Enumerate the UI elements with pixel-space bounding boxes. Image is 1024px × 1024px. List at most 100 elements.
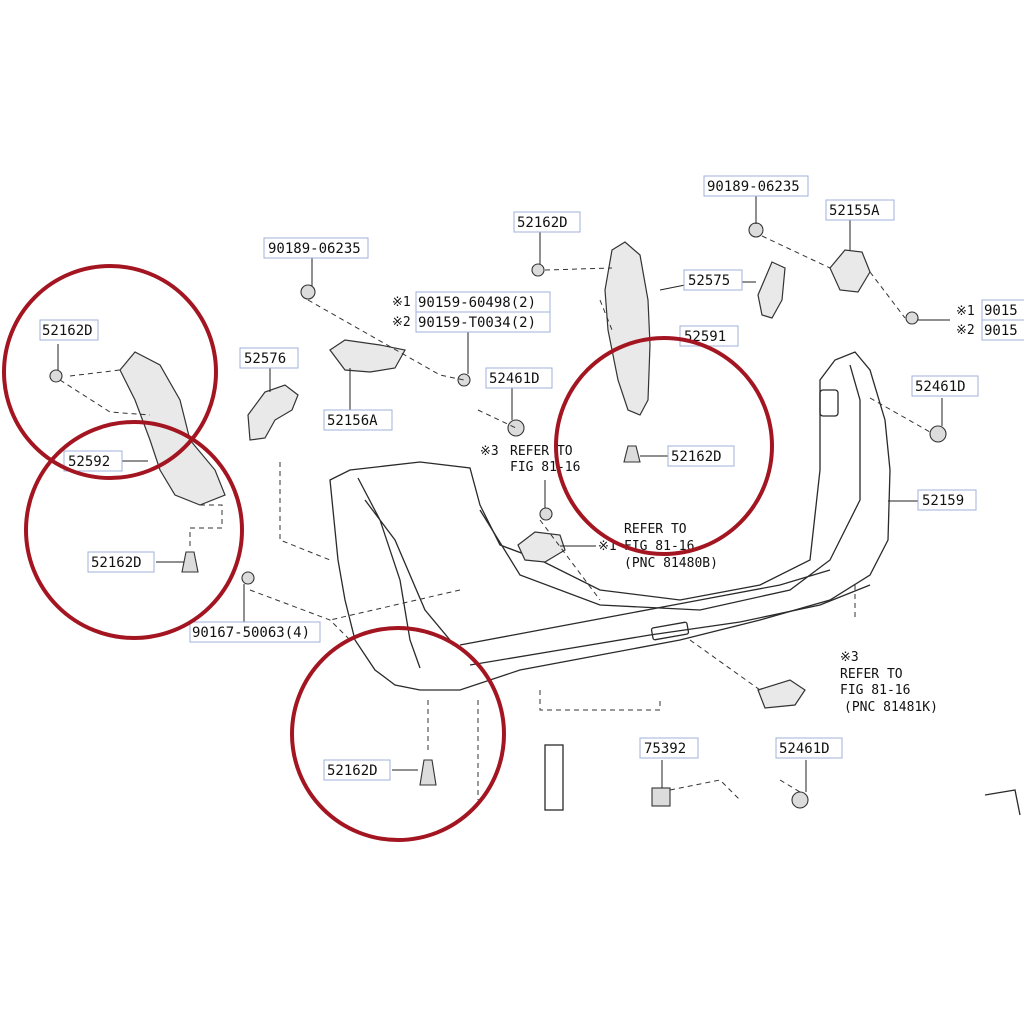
push-clip-icon <box>181 551 199 573</box>
reference-note-2: REFER TO ※1 FIG 81-16 (PNC 81480B) <box>598 522 718 571</box>
part-label[interactable]: 9015 <box>981 319 1024 341</box>
svg-text:REFER TO: REFER TO <box>624 522 687 537</box>
part-label[interactable]: 90189-06235 <box>703 175 809 197</box>
svg-text:※3: ※3 <box>840 650 859 665</box>
part-label[interactable]: 9015 <box>981 299 1024 321</box>
part-label[interactable]: 52159 <box>917 489 977 511</box>
clip-icon <box>507 419 525 437</box>
fasteners-layer <box>49 222 947 809</box>
svg-text:REFER TO: REFER TO <box>510 444 573 459</box>
clip-icon <box>49 369 63 383</box>
svg-text:52156A: 52156A <box>327 413 378 429</box>
highlight-circle <box>290 626 506 842</box>
svg-text:52155A: 52155A <box>829 203 880 219</box>
svg-text:52576: 52576 <box>244 351 286 367</box>
variant-mark: ※2 <box>392 315 411 330</box>
svg-text:9015: 9015 <box>984 323 1018 339</box>
svg-text:52461D: 52461D <box>915 379 966 395</box>
reference-note-3: ※3 REFER TO FIG 81-16 (PNC 81481K) <box>840 650 938 715</box>
variant-mark: ※2 <box>956 323 975 338</box>
part-label[interactable]: 52576 <box>239 347 299 369</box>
svg-text:※3: ※3 <box>480 444 499 459</box>
svg-text:FIG 81-16: FIG 81-16 <box>840 683 910 698</box>
svg-text:90159-T0034(2): 90159-T0034(2) <box>418 315 536 331</box>
highlight-circle <box>24 420 244 640</box>
side-retainer-52591 <box>604 241 651 416</box>
part-label[interactable]: 90189-06235 <box>263 237 369 259</box>
bumper-top-edge <box>459 569 831 646</box>
variant-mark: ※1 <box>392 295 411 310</box>
part-label[interactable]: 52591 <box>679 325 739 347</box>
push-clip-icon <box>419 759 437 786</box>
svg-text:90189-06235: 90189-06235 <box>707 179 800 195</box>
part-label[interactable]: 52461D <box>911 375 979 397</box>
highlights-layer <box>2 264 774 842</box>
highlight-circle <box>2 264 218 480</box>
reflector-bracket <box>517 531 566 563</box>
svg-text:52162D: 52162D <box>671 449 722 465</box>
svg-text:52162D: 52162D <box>42 323 93 339</box>
part-label[interactable]: 52162D <box>667 445 735 467</box>
part-label[interactable]: 52162D <box>39 319 99 341</box>
svg-text:52162D: 52162D <box>327 763 378 779</box>
part-label[interactable]: 90159-60498(2) <box>415 291 551 313</box>
svg-text:52162D: 52162D <box>517 215 568 231</box>
part-label[interactable]: 90159-T0034(2) <box>415 311 551 333</box>
part-label[interactable]: 52156A <box>323 409 393 431</box>
bumper-bottom-edge <box>469 584 871 666</box>
clip-icon <box>539 507 553 521</box>
clip-icon <box>929 425 947 443</box>
bracket-52576 <box>247 384 299 441</box>
clip-icon <box>905 311 919 325</box>
clip-icon <box>748 222 764 238</box>
svg-text:75392: 75392 <box>644 741 686 757</box>
bumper-inner-line <box>357 364 861 669</box>
svg-text:52461D: 52461D <box>489 371 540 387</box>
part-label[interactable]: 52592 <box>63 450 123 472</box>
notes-layer: ※3 REFER TO FIG 81-16 REFER TO ※1 FIG 81… <box>480 444 938 715</box>
svg-text:REFER TO: REFER TO <box>840 667 903 682</box>
push-clip-icon <box>623 445 641 463</box>
bumper-window <box>819 389 839 417</box>
part-label[interactable]: 90167-50063(4) <box>189 621 321 643</box>
bumper-slot <box>650 621 690 641</box>
bumper-cover-52159 <box>329 351 891 691</box>
stay-post <box>544 744 564 811</box>
part-label[interactable]: 52461D <box>485 367 553 389</box>
clip-icon <box>300 284 316 300</box>
clip-icon <box>531 263 545 277</box>
reflector-right <box>757 679 806 709</box>
clip-icon <box>241 571 255 585</box>
svg-text:(PNC 81481K): (PNC 81481K) <box>844 700 938 715</box>
bracket-52575 <box>757 261 786 319</box>
part-label[interactable]: 52155A <box>825 199 895 221</box>
svg-text:90167-50063(4): 90167-50063(4) <box>192 625 310 641</box>
bracket-52155A <box>829 249 871 293</box>
svg-text:90189-06235: 90189-06235 <box>268 241 361 257</box>
part-label[interactable]: 75392 <box>639 737 699 759</box>
part-label[interactable]: 52162D <box>87 551 155 573</box>
svg-text:FIG 81-16: FIG 81-16 <box>510 460 580 475</box>
bracket-52156A <box>329 339 406 373</box>
svg-text:52575: 52575 <box>688 273 730 289</box>
part-label[interactable]: 52162D <box>513 211 581 233</box>
svg-text:9015: 9015 <box>984 303 1018 319</box>
highlight-circle <box>554 336 774 556</box>
clip-icon <box>791 791 809 809</box>
variant-mark: ※1 <box>956 304 975 319</box>
reference-note-1: ※3 REFER TO FIG 81-16 <box>480 444 580 475</box>
clip-icon <box>457 373 471 387</box>
svg-text:52162D: 52162D <box>91 555 142 571</box>
parts-layer <box>119 241 1021 816</box>
part-label[interactable]: 52575 <box>683 269 743 291</box>
svg-text:90159-60498(2): 90159-60498(2) <box>418 295 536 311</box>
lower-panel <box>984 789 1021 816</box>
part-label[interactable]: 52162D <box>323 759 391 781</box>
svg-text:(PNC 81480B): (PNC 81480B) <box>624 556 718 571</box>
connector-75392 <box>651 787 671 807</box>
svg-text:52159: 52159 <box>922 493 964 509</box>
labels-layer: 90189-06235 52162D 52162D 52155A 52575 5… <box>39 175 1024 781</box>
svg-text:52461D: 52461D <box>779 741 830 757</box>
part-label[interactable]: 52461D <box>775 737 843 759</box>
